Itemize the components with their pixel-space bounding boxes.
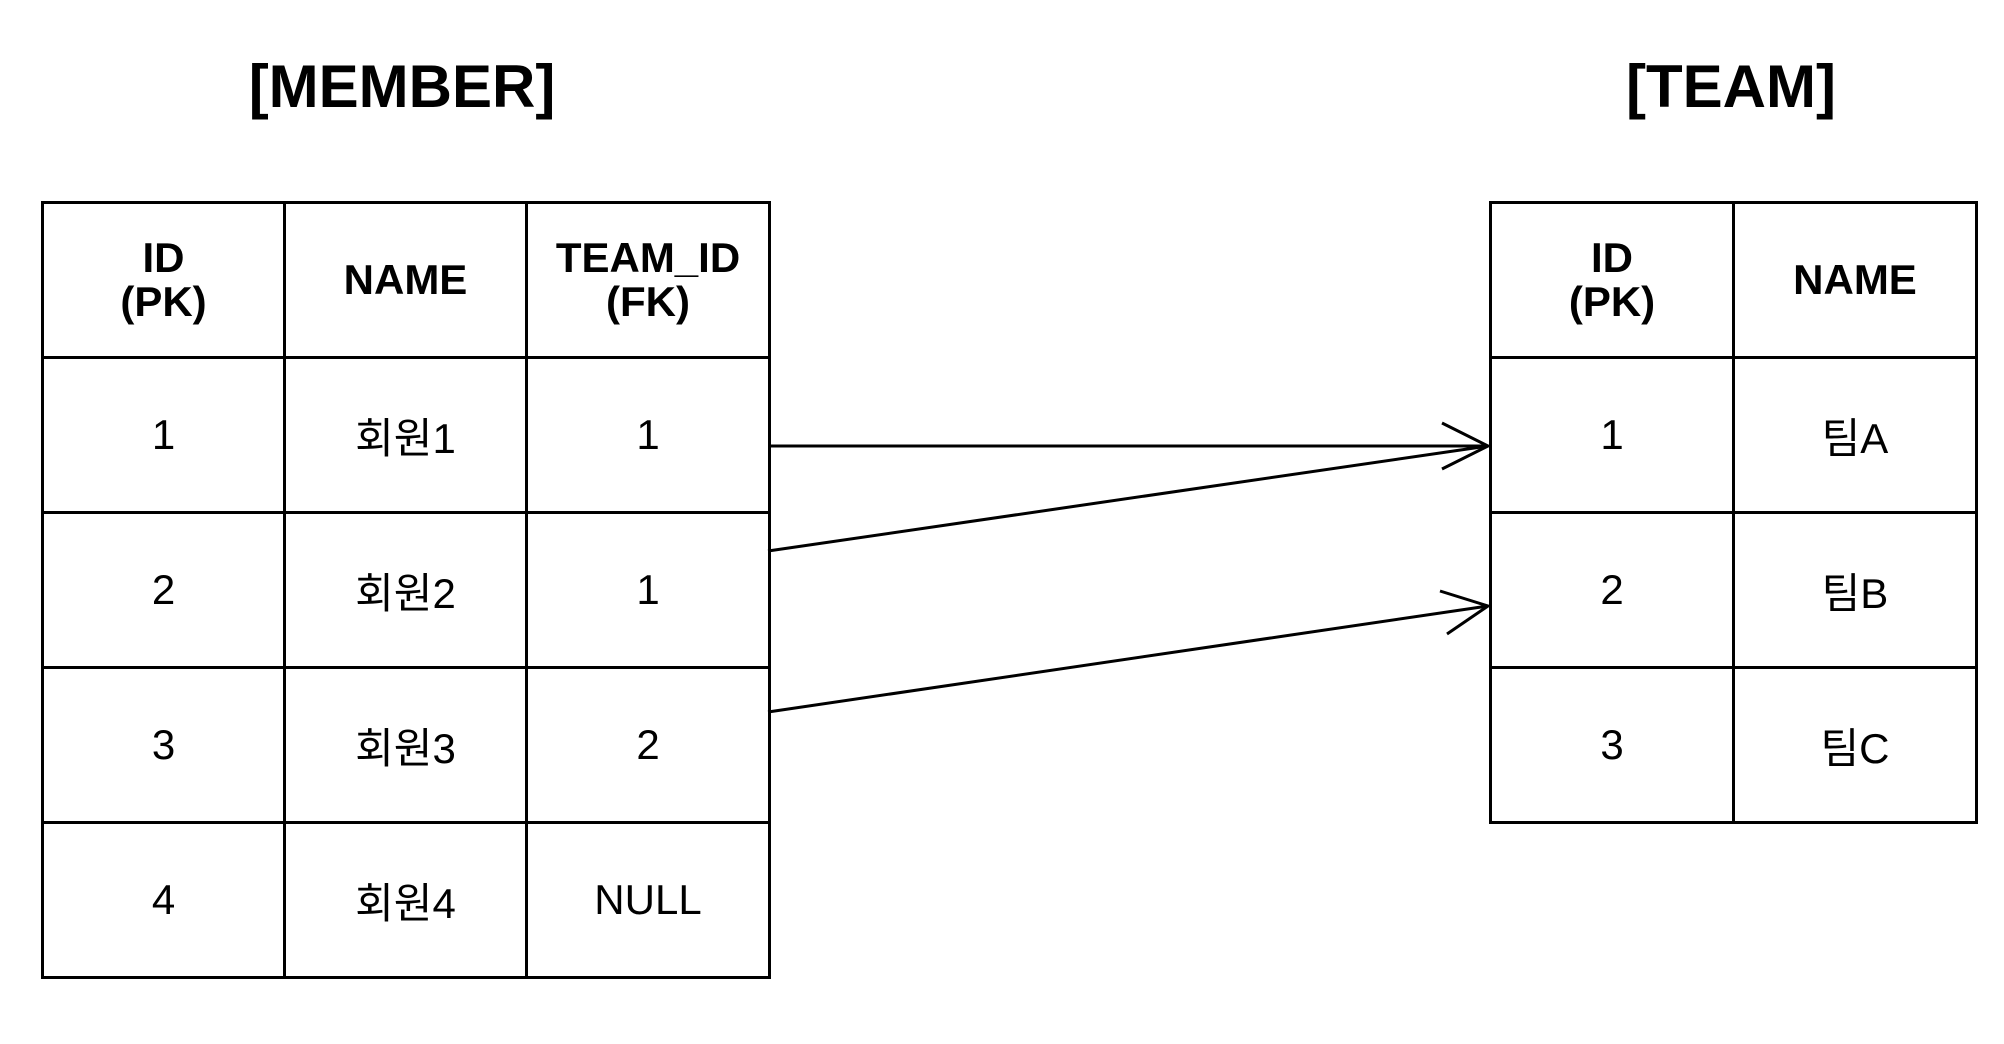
team-table: ID (PK) NAME 1 팀A 2 팀B 3 팀C: [1489, 201, 1978, 824]
team-cell-name: 팀B: [1732, 511, 1978, 669]
team-header-id: ID (PK): [1489, 201, 1735, 359]
member-header-id-label: ID: [142, 233, 185, 281]
member-header-name-label: NAME: [343, 255, 468, 303]
team-cell-id: 2: [1489, 511, 1735, 669]
member-row: 2 회원2 1: [41, 511, 771, 669]
member-table-title: [MEMBER]: [248, 53, 556, 120]
team-cell-name: 팀A: [1732, 356, 1978, 514]
member-header-id-key: (PK): [120, 278, 207, 325]
member-cell-id: 3: [41, 666, 286, 824]
member-row: 4 회원4 NULL: [41, 821, 771, 979]
team-cell-name: 팀C: [1732, 666, 1978, 824]
member-cell-team-id: 2: [525, 666, 771, 824]
member-row: 3 회원3 2: [41, 666, 771, 824]
member-cell-name: 회원1: [283, 356, 528, 514]
member-header-row: ID (PK) NAME TEAM_ID (FK): [41, 201, 771, 359]
member-row: 1 회원1 1: [41, 356, 771, 514]
team-header-name-label: NAME: [1793, 255, 1917, 303]
team-header-id-label: ID: [1591, 233, 1633, 281]
team-table-title: [TEAM]: [1626, 53, 1836, 120]
team-row: 1 팀A: [1489, 356, 1978, 514]
member-cell-team-id: 1: [525, 511, 771, 669]
member-cell-id: 4: [41, 821, 286, 979]
member-header-team-id: TEAM_ID (FK): [525, 201, 771, 359]
member-table: ID (PK) NAME TEAM_ID (FK) 1 회원1 1 2 회원2 …: [41, 201, 771, 979]
team-header-row: ID (PK) NAME: [1489, 201, 1978, 359]
member-cell-name: 회원2: [283, 511, 528, 669]
member-cell-id: 1: [41, 356, 286, 514]
member-cell-team-id: 1: [525, 356, 771, 514]
fk-arrow-line: [767, 444, 1489, 553]
team-header-name: NAME: [1732, 201, 1978, 359]
member-cell-name: 회원3: [283, 666, 528, 824]
fk-arrowhead-icon: [1439, 589, 1492, 636]
member-cell-id: 2: [41, 511, 286, 669]
member-cell-name: 회원4: [283, 821, 528, 979]
team-header-id-key: (PK): [1568, 278, 1656, 325]
member-header-name: NAME: [283, 201, 528, 359]
team-cell-id: 1: [1489, 356, 1735, 514]
fk-arrow-line: [767, 604, 1489, 714]
member-header-id: ID (PK): [41, 201, 286, 359]
member-cell-team-id: NULL: [525, 821, 771, 979]
team-cell-id: 3: [1489, 666, 1735, 824]
team-row: 3 팀C: [1489, 666, 1978, 824]
team-row: 2 팀B: [1489, 511, 1978, 669]
member-header-team-id-label: TEAM_ID: [555, 233, 741, 281]
member-header-team-id-key: (FK): [606, 278, 690, 325]
